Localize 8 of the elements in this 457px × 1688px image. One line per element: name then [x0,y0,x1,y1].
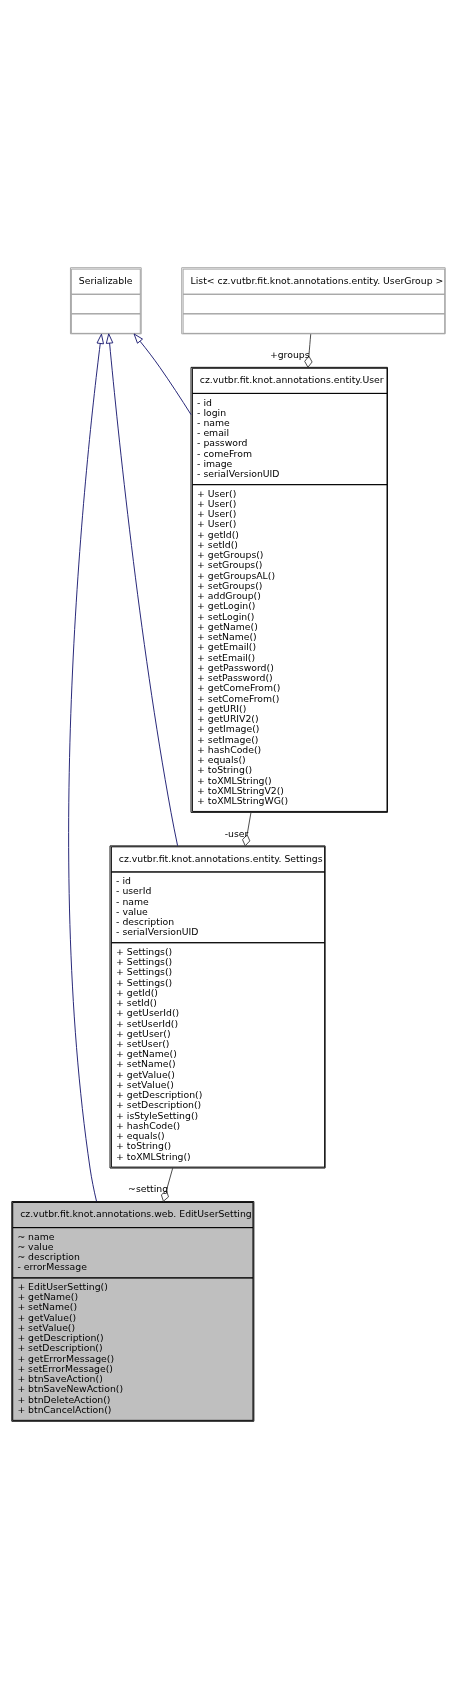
connector [304,333,313,368]
connector [242,811,252,846]
arrow [105,332,179,846]
arrow [133,333,192,415]
edge-label: +groups [269,348,310,360]
edge-label: ~setting [128,1182,169,1194]
edge-label: -user [224,827,249,839]
arrow [68,333,104,1202]
